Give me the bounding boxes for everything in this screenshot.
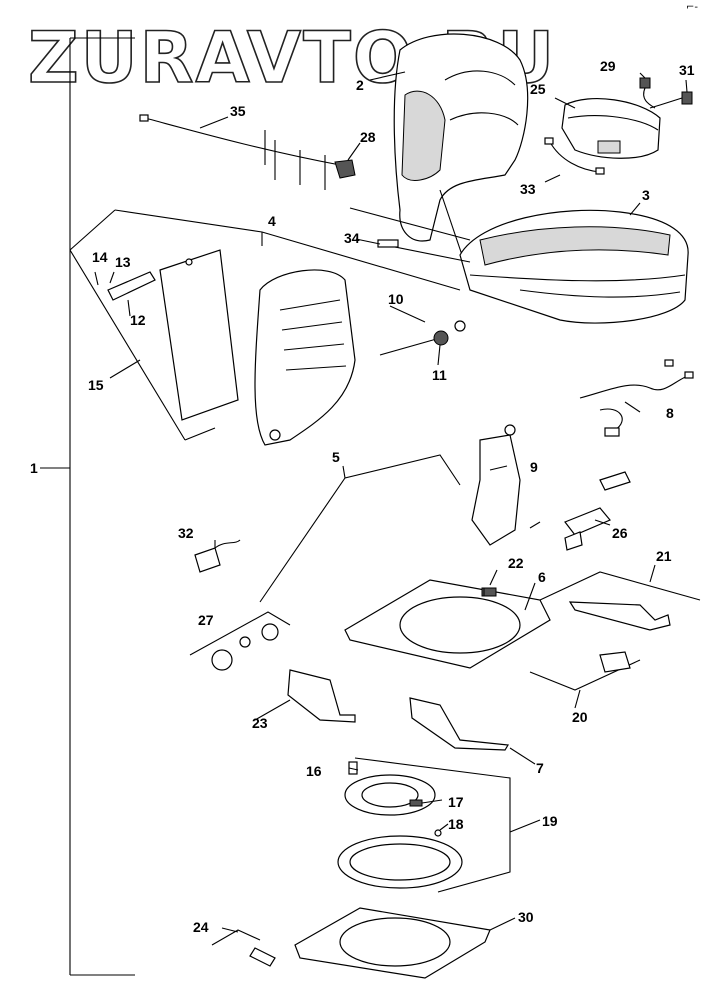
ball-18-part [434,829,442,837]
callout-13: 13 [115,254,131,270]
connector-29-part [639,77,656,109]
callout-15: 15 [88,377,104,393]
lock-26-part [564,471,631,551]
callout-4: 4 [268,213,276,229]
swivel-plate-30-part [294,907,491,979]
cable-35-part [139,114,341,190]
callout-6: 6 [538,569,546,585]
callout-31: 31 [679,62,695,78]
switch-31-part [649,91,693,109]
callout-18: 18 [448,816,464,832]
callout-34: 34 [344,230,360,246]
callout-29: 29 [600,58,616,74]
corner-mark: ⌐- [686,2,698,13]
callout-17: 17 [448,794,464,810]
callout-19: 19 [542,813,558,829]
callout-labels: 1 2 3 4 5 6 7 8 9 10 11 12 13 14 15 16 1… [30,58,695,935]
backrest-part [393,33,529,256]
callout-27: 27 [198,612,214,628]
callout-24: 24 [193,919,209,935]
leader-lines [94,71,688,933]
callout-8: 8 [666,405,674,421]
bracket-23-part [287,669,356,723]
switch-32-part [194,539,241,573]
lever-group-bracket [259,454,461,603]
callout-3: 3 [642,187,650,203]
callout-11: 11 [432,367,447,383]
callout-26: 26 [612,525,628,541]
callout-7: 7 [536,760,544,776]
harness-33-part [544,137,605,175]
swivel-group-bracket [354,757,541,893]
ring-17-part [344,774,436,816]
callout-14: 14 [92,249,108,265]
callout-5: 5 [332,449,340,465]
callout-23: 23 [252,715,268,731]
base-frame-part [344,579,551,669]
callout-20: 20 [572,709,588,725]
callout-1: 1 [30,460,38,476]
bracket-9-part [471,424,521,546]
bushing-27-part [189,611,291,671]
gear-11-part [433,320,466,346]
rod-10-part [379,337,441,356]
motor-28-part [334,159,356,179]
callout-12: 12 [130,312,146,328]
harness-8-part [579,359,694,437]
callout-33: 33 [520,181,536,197]
callout-16: 16 [306,763,322,779]
assembly-bracket [40,37,135,976]
backframe-bracket [69,209,461,441]
handle-12-part [107,271,156,301]
latch-20-part [529,651,641,691]
key-24-part [211,929,276,967]
lever-21-part [539,571,701,631]
callout-22: 22 [508,555,524,571]
back-frame-part [254,269,356,446]
callout-25: 25 [530,81,546,97]
callout-9: 9 [530,459,538,475]
callout-30: 30 [518,909,534,925]
cover-22-part [483,587,497,597]
callout-21: 21 [656,548,672,564]
back-panel-15-part [159,249,239,421]
seat-cushion-part [459,209,689,324]
callout-2: 2 [356,77,364,93]
callout-35: 35 [230,103,246,119]
bracket-7-part [409,697,509,751]
callout-32: 32 [178,525,194,541]
bearing-ring-part [337,835,463,889]
armrest-part [561,98,661,159]
callout-28: 28 [360,129,376,145]
callout-10: 10 [388,291,404,307]
